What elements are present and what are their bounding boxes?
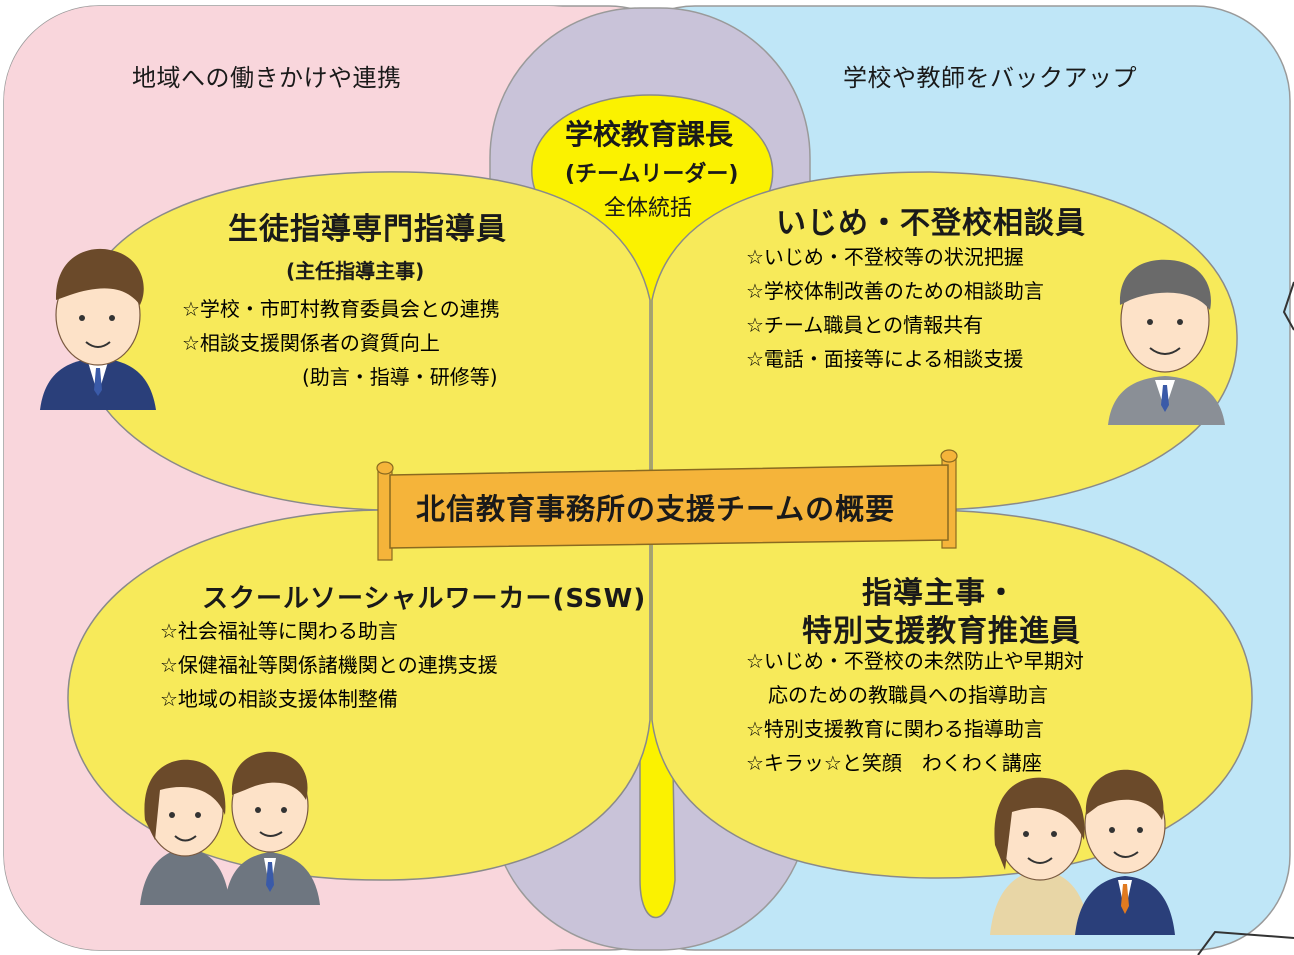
right-region-label: 学校や教師をバックアップ (843, 64, 1137, 92)
list-item: ☆相談支援関係者の資質向上 (182, 331, 440, 355)
banner-scroll (376, 449, 958, 561)
list-item: ☆地域の相談支援体制整備 (160, 687, 398, 711)
list-item: 応のための教職員への指導助言 (768, 683, 1048, 707)
petal-top-left-title: 生徒指導専門指導員 (228, 212, 507, 247)
person-icon-top-right (1108, 259, 1225, 425)
list-item: ☆チーム職員との情報共有 (746, 313, 984, 337)
list-item: ☆電話・面接等による相談支援 (746, 347, 1024, 371)
banner-text: 北信教育事務所の支援チームの概要 (416, 492, 896, 526)
petal-top-right-title: いじめ・不登校相談員 (776, 206, 1086, 241)
petal-bottom-left-items: ☆社会福祉等に関わる助言 ☆保健福祉等関係諸機関との連携支援 ☆地域の相談支援体… (160, 614, 498, 716)
petal-bottom-right-title-line1: 指導主事・ (862, 576, 1017, 611)
center-subtitle: (チームリーダー) (565, 162, 739, 187)
list-item: ☆いじめ・不登校の未然防止や早期対 (746, 649, 1084, 673)
list-item: ☆社会福祉等に関わる助言 (160, 619, 398, 643)
petal-top-right-items: ☆いじめ・不登校等の状況把握 ☆学校体制改善のための相談助言 ☆チーム職員との情… (746, 240, 1044, 376)
petal-top-left-subtitle: (主任指導主事) (286, 259, 425, 283)
petal-top-left (77, 171, 651, 511)
list-item: ☆特別支援教育に関わる指導助言 (746, 717, 1044, 741)
list-item: ☆保健福祉等関係諸機関との連携支援 (160, 653, 498, 677)
list-item: ☆いじめ・不登校等の状況把握 (746, 245, 1024, 269)
petal-top-right (651, 171, 1238, 511)
list-item: ☆学校体制改善のための相談助言 (746, 279, 1044, 303)
edge-mark-right (1282, 281, 1294, 331)
person-icon-top-left (40, 248, 156, 410)
people-icon-bottom-right (990, 769, 1175, 935)
center-title: 学校教育課長 (565, 118, 734, 151)
people-icon-bottom-left (140, 751, 320, 905)
edge-mark-bottom-right (1197, 930, 1294, 955)
center-note: 全体統括 (604, 196, 693, 221)
left-region-label: 地域への働きかけや連携 (132, 64, 402, 92)
petal-bottom-left-title: スクールソーシャルワーカー(SSW) (202, 584, 647, 614)
list-item: ☆キラッ☆と笑顔 わくわく講座 (746, 751, 1042, 775)
list-item: ☆学校・市町村教育委員会との連携 (182, 297, 500, 321)
petal-bottom-right-title-line2: 特別支援教育推進員 (802, 614, 1081, 649)
petal-bottom-right-items: ☆いじめ・不登校の未然防止や早期対 応のための教職員への指導助言 ☆特別支援教育… (746, 644, 1084, 780)
petal-top-left-items: ☆学校・市町村教育委員会との連携 ☆相談支援関係者の資質向上 (助言・指導・研修… (182, 292, 500, 394)
list-item: (助言・指導・研修等) (302, 365, 498, 389)
